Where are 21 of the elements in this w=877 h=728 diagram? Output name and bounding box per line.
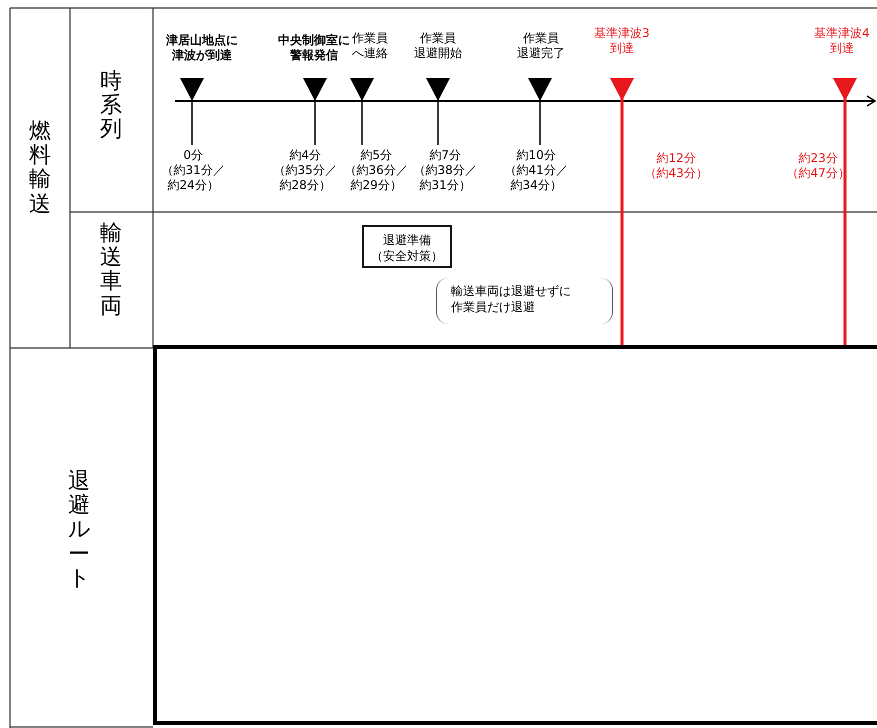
timeline-label: 作業員へ連絡: [352, 31, 388, 61]
timeline-label: 津居山地点に津波が到達: [166, 33, 238, 63]
tsunami-label: 基準津波3到達: [594, 26, 650, 56]
timeline-label: 約7分（約38分／約31分）: [414, 148, 477, 193]
bracketed-note: 輸送車両は退避せずに作業員だけ退避: [436, 278, 613, 324]
timeline-label: 約10分（約41分／約34分）: [504, 148, 568, 193]
timeline-label: 作業員退避開始: [414, 31, 462, 61]
timeline-label: 0分（約31分／約24分）: [162, 148, 225, 193]
row-header: 退避ルート: [68, 470, 90, 591]
tsunami-label: 約12分（約43分）: [644, 151, 708, 181]
map-frame: [153, 345, 877, 725]
timeline-label: 約5分（約36分／約29分）: [344, 148, 408, 193]
timeline-label: 約4分（約35分／約28分）: [274, 148, 337, 193]
tsunami-label: 基準津波4到達: [814, 26, 870, 56]
row-header: 輸送車両: [100, 222, 122, 319]
timeline-label: 作業員退避完了: [517, 31, 565, 61]
tsunami-label: 約23分（約47分）: [786, 151, 850, 181]
process-box: 退避準備（安全対策）: [362, 225, 452, 268]
row-header: 燃料輸送: [29, 120, 51, 217]
timeline-label: 中央制御室に警報発信: [278, 33, 350, 63]
row-header: 時系列: [100, 70, 122, 143]
